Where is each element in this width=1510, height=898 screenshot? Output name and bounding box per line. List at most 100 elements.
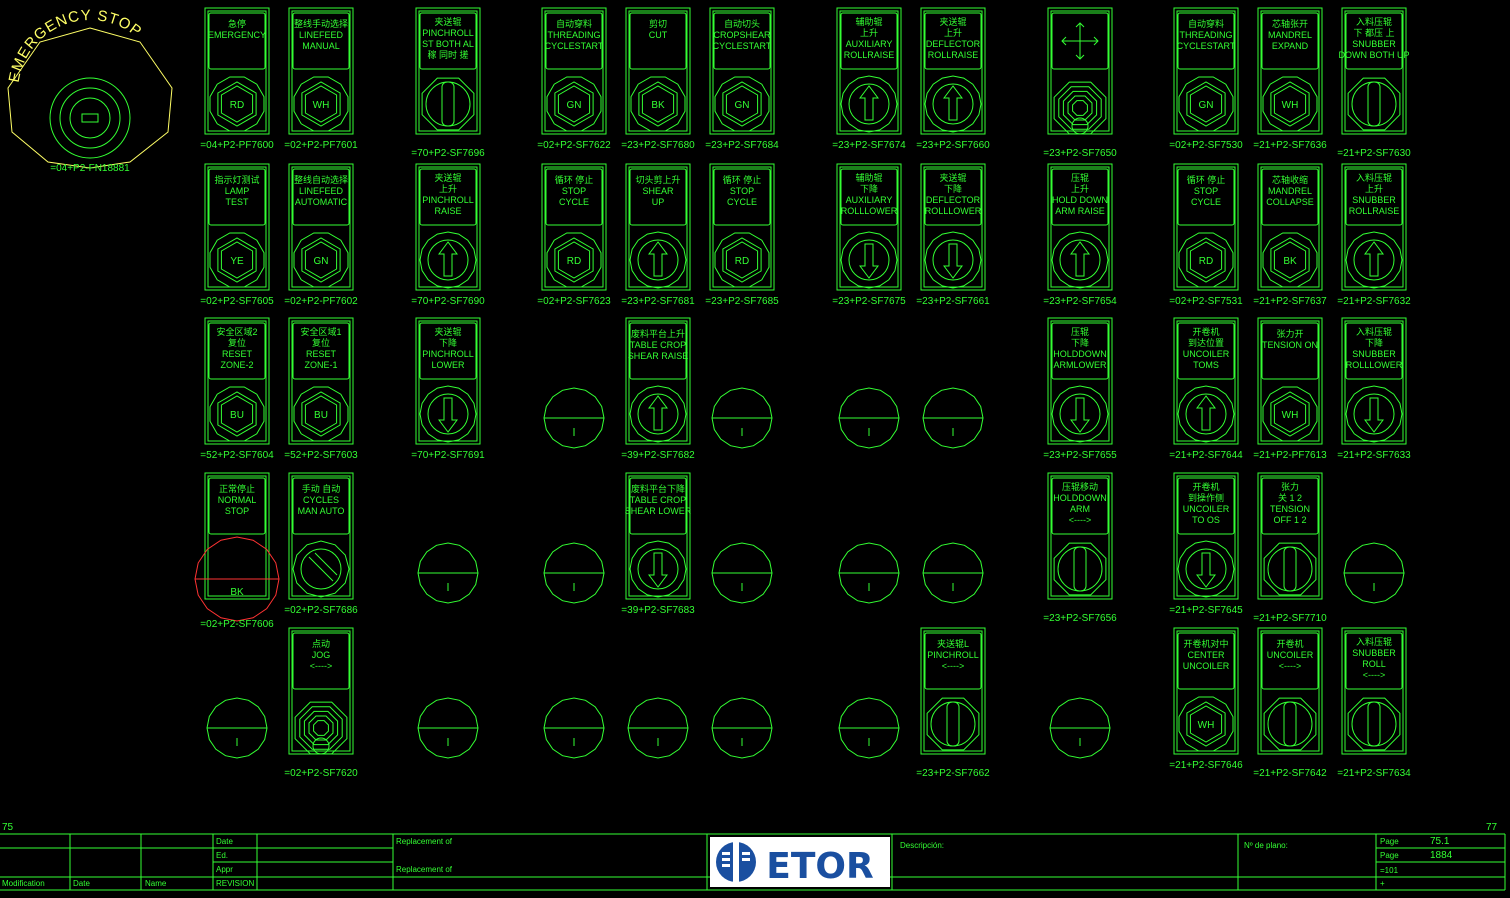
bezel-icon [924,231,982,289]
tb-name-col: Name [145,879,167,888]
hex-nut-icon [722,237,762,283]
station-housing [1257,7,1323,135]
station-housing-inner [291,10,351,132]
bezel-icon [1262,232,1318,288]
label-line: LOWER [431,360,465,370]
station-housing [204,317,270,445]
station-housing [1173,317,1239,445]
station-2-4 [417,697,479,759]
station-housing [709,7,775,135]
device-tag: =52+P2-SF7603 [284,450,358,461]
station-housing [920,627,986,755]
hex-nut-icon [1186,81,1226,127]
label-line: 整线手动选择 [294,18,348,29]
selector-ring-icon [1057,546,1103,592]
label-plate [1051,477,1109,535]
tb-modification: Modification [2,879,45,888]
selector-ring-icon [1351,81,1397,127]
label-line: PINCHROLL [422,349,474,359]
label-line: 张力 [1281,481,1299,492]
color-code: YE [230,256,244,267]
label-line: NORMAL [218,495,257,505]
label-line: LAMP [225,186,250,196]
color-code: RD [735,256,749,267]
label-line: CENTER [1187,650,1225,660]
station-5-3 [711,542,773,604]
device-tag: =23+P2-SF7680 [621,140,695,151]
button-cap-icon [637,548,679,590]
button-cap-icon [932,239,974,281]
emergency-stop[interactable]: EMERGENCY STOP =04+P2-FN18881 [6,7,173,174]
tb-page2-value: 1884 [1430,850,1453,861]
station-8-0[interactable]: =23+P2-SF7650 [1043,7,1117,159]
label-plate [1261,477,1319,535]
label-line: 夹送辊 [434,326,461,337]
station-housing-inner [544,166,604,288]
color-code: GN [1199,100,1214,111]
device-tag: =02+P2-SF7620 [284,768,358,779]
label-line: HOLDDOWN [1053,349,1107,359]
label-plate [1177,322,1235,380]
label-line: SHEAR RAISE [628,351,689,361]
label-line: 芯轴收缩 [1272,174,1308,185]
label-line: ROLLLOWER [841,206,898,216]
station-housing [836,163,902,291]
label-plate [840,168,898,226]
label-plate [292,477,350,535]
station-6-4 [838,697,900,759]
label-line: TENSION ON [1262,340,1318,350]
hex-nut-icon [217,391,257,437]
label-plate [1261,168,1319,226]
label-line: TABLE CROP [630,495,686,505]
hex-inner-icon [1273,85,1307,123]
label-line: 夹送辊 [434,16,461,27]
label-plate [208,322,266,380]
label-line: ARM RAISE [1055,206,1105,216]
label-line: PINCHROLL [422,195,474,205]
label-line: 压辊移动 [1062,481,1098,492]
device-tag: =02+P2-SF7686 [284,605,358,616]
